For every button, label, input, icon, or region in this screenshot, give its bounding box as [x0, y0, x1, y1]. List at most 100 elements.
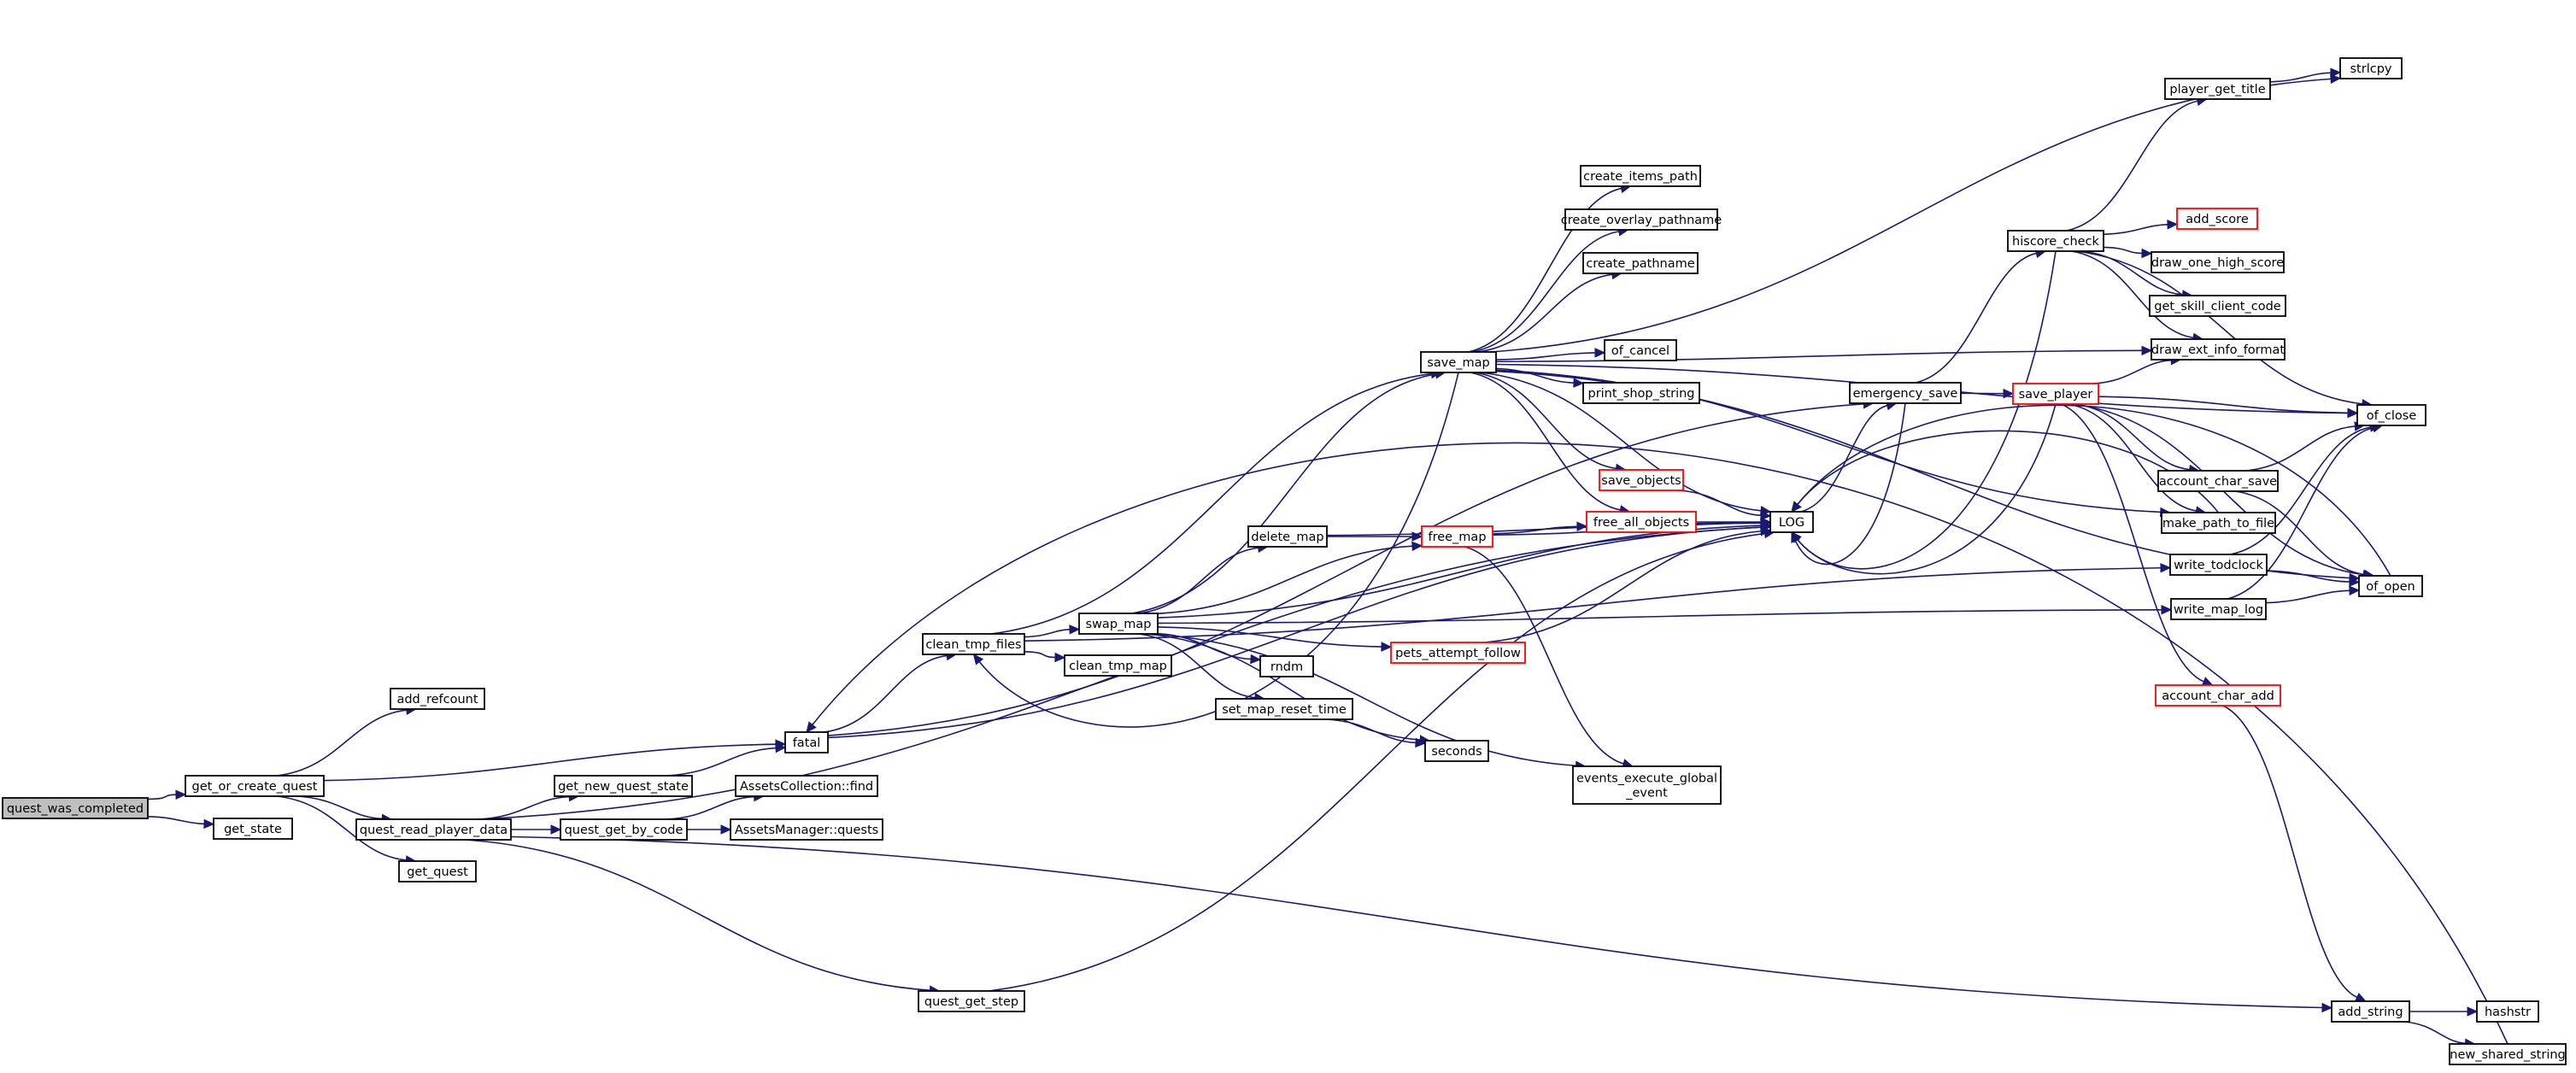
- node-free-map[interactable]: free_map: [1421, 525, 1493, 548]
- edge-line: [2092, 359, 2172, 384]
- edge-new_shared_string-to-fatal: [806, 442, 2509, 1045]
- node-label: get_new_quest_state: [558, 780, 689, 794]
- node-box: [2161, 512, 2276, 534]
- node-box: [398, 860, 477, 882]
- node-get-or-create-quest[interactable]: get_or_create_quest: [185, 775, 325, 797]
- node-pets-attempt-follow[interactable]: pets_attempt_follow: [1390, 642, 1526, 664]
- edge-hiscore_check-to-add_score: [2103, 220, 2179, 236]
- node-add-refcount[interactable]: add_refcount: [390, 688, 485, 710]
- arrowhead: [2467, 1006, 2479, 1017]
- node-box: [2331, 1000, 2410, 1023]
- node-get-new-quest-state[interactable]: get_new_quest_state: [554, 775, 693, 797]
- node-save-objects[interactable]: save_objects: [1599, 469, 1684, 491]
- node-label: events_execute_global: [1576, 772, 1717, 786]
- node-strlcpy[interactable]: strlcpy: [2339, 57, 2403, 79]
- node-fatal[interactable]: fatal: [784, 731, 829, 753]
- node-quest-read-player-data[interactable]: quest_read_player_data: [355, 818, 512, 841]
- edge-swap_map-to-write_map_log: [1157, 604, 2173, 624]
- node-emergency-save[interactable]: emergency_save: [1849, 382, 1962, 404]
- node-hiscore-check[interactable]: hiscore_check: [2007, 230, 2104, 252]
- edge-swap_map-to-free_map: [1157, 541, 1423, 614]
- node-label: quest_get_step: [924, 995, 1018, 1009]
- node-label: get_state: [224, 823, 282, 836]
- node-create-overlay-pathname[interactable]: create_overlay_pathname: [1561, 208, 1722, 231]
- node-quest-get-step[interactable]: quest_get_step: [918, 990, 1025, 1012]
- node-swap-map[interactable]: swap_map: [1078, 613, 1159, 635]
- edge-line: [1797, 250, 2057, 570]
- edge-fatal-to-clean_tmp_files: [824, 650, 958, 733]
- edge-quest_read_player_data-to-add_string: [510, 836, 2333, 1013]
- edge-line: [276, 795, 407, 861]
- edge-line: [1476, 273, 1613, 353]
- node-quest-get-by-code[interactable]: quest_get_by_code: [560, 818, 688, 841]
- edge-clean_tmp_files-to-swap_map: [1024, 624, 1081, 638]
- arrowhead: [2330, 73, 2342, 85]
- edge-save_map-to-create_pathname: [1476, 269, 1623, 353]
- node-get-quest[interactable]: get_quest: [398, 860, 477, 882]
- node-label: create_overlay_pathname: [1561, 214, 1722, 227]
- node-account-char-add[interactable]: account_char_add: [2155, 684, 2281, 707]
- node-write-todclock[interactable]: write_todclock: [2169, 554, 2268, 576]
- node-account-char-save[interactable]: account_char_save: [2157, 470, 2279, 492]
- node-label: draw_ext_info_format: [2151, 343, 2285, 357]
- edge-get_or_create_quest-to-fatal: [323, 739, 787, 782]
- edge-line: [2266, 570, 2350, 583]
- node-make-path-to-file[interactable]: make_path_to_file: [2161, 512, 2276, 534]
- node-log[interactable]: LOG: [1769, 511, 1814, 533]
- edge-clean_tmp_files-to-save_map: [991, 368, 1442, 635]
- edge-account_char_add-to-add_string: [2222, 705, 2367, 1002]
- node-new-shared-string[interactable]: new_shared_string: [2449, 1043, 2567, 1065]
- edge-line: [2061, 403, 2204, 683]
- node-draw-one-high-score[interactable]: draw_one_high_score: [2151, 251, 2285, 273]
- node-player-get-title[interactable]: player_get_title: [2164, 78, 2271, 100]
- node-save-map[interactable]: save_map: [1420, 351, 1497, 373]
- node-free-all-objects[interactable]: free_all_objects: [1586, 511, 1697, 533]
- edge-delete_map-to-LOG: [1326, 518, 1772, 536]
- edge-write_todclock-to-of_open: [2266, 570, 2361, 587]
- node-ac-find[interactable]: AssetsCollection::find: [735, 775, 878, 797]
- node-save-player[interactable]: save_player: [2012, 383, 2099, 405]
- node-box: [1582, 382, 1700, 404]
- edge-line: [2068, 403, 2197, 512]
- node-clean-tmp-files[interactable]: clean_tmp_files: [922, 633, 1025, 655]
- node-print-shop-string[interactable]: print_shop_string: [1582, 382, 1700, 404]
- node-write-map-log[interactable]: write_map_log: [2170, 598, 2267, 620]
- edge-line: [1495, 367, 1575, 384]
- node-clean-tmp-map[interactable]: clean_tmp_map: [1064, 654, 1172, 677]
- node-get-skill-client-code[interactable]: get_skill_client_code: [2149, 295, 2286, 317]
- node-rndm[interactable]: rndm: [1259, 655, 1314, 677]
- node-get-state[interactable]: get_state: [213, 818, 293, 840]
- node-label: AssetsCollection::find: [740, 780, 873, 794]
- edge-emergency_save-to-hiscore_check: [1915, 248, 2047, 384]
- node-add-string[interactable]: add_string: [2331, 1000, 2410, 1023]
- node-add-score[interactable]: add_score: [2176, 208, 2258, 230]
- node-draw-ext-info-format[interactable]: draw_ext_info_format: [2151, 338, 2286, 361]
- edge-line: [510, 836, 2323, 1009]
- node-seconds[interactable]: seconds: [1424, 740, 1489, 762]
- edge-save_player-to-account_char_save: [2074, 403, 2200, 475]
- edge-save_player-to-LOG: [1791, 403, 2057, 575]
- node-box: [1849, 382, 1962, 404]
- arrowhead: [1415, 737, 1427, 748]
- node-set-map-reset-time[interactable]: set_map_reset_time: [1215, 698, 1353, 720]
- node-label: add_string: [2338, 1006, 2403, 1019]
- node-events-execute-global-event[interactable]: events_execute_global_event: [1572, 765, 1722, 805]
- edge-save_player-to-of_close: [2098, 396, 2359, 419]
- node-am-quests[interactable]: AssetsManager::quests: [730, 818, 883, 841]
- node-box: [390, 688, 485, 710]
- node-box: [355, 818, 512, 841]
- node-box: [2356, 404, 2426, 426]
- edge-save_player-to-make_path_to_file: [2068, 403, 2207, 516]
- node-create-items-path[interactable]: create_items_path: [1580, 165, 1701, 187]
- node-hashstr[interactable]: hashstr: [2476, 1000, 2539, 1023]
- node-label: account_char_save: [2159, 475, 2277, 489]
- node-create-pathname[interactable]: create_pathname: [1582, 252, 1699, 274]
- node-of-open[interactable]: of_open: [2358, 575, 2423, 597]
- node-delete-map[interactable]: delete_map: [1247, 525, 1328, 548]
- node-box: [2, 797, 149, 819]
- node-of-cancel[interactable]: of_cancel: [1604, 339, 1677, 361]
- node-of-close[interactable]: of_close: [2356, 404, 2426, 426]
- edge-add_string-to-hashstr: [2409, 1006, 2479, 1017]
- edge-line: [2080, 250, 2183, 296]
- node-quest-was-completed[interactable]: quest_was_completed: [2, 797, 149, 819]
